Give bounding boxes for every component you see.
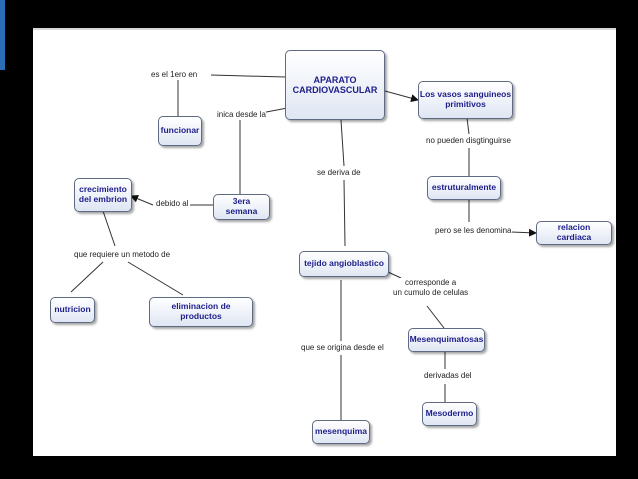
link-vasos-no-pueden bbox=[466, 117, 470, 135]
label-requiere: que requiere un metodo de bbox=[74, 250, 171, 260]
label-se-denomina: pero se les denomina bbox=[435, 226, 512, 236]
link-requiere-eliminacion bbox=[127, 261, 184, 296]
link-se-deriva-tejido bbox=[343, 179, 346, 247]
node-estructuralmente[interactable]: estruturalmente bbox=[427, 176, 501, 200]
link-crecimiento-requiere bbox=[102, 210, 116, 247]
label-se-deriva: se deriva de bbox=[317, 168, 361, 178]
node-eliminacion-productos[interactable]: eliminacion de productos bbox=[149, 297, 253, 327]
label-es-el-1ero: es el 1ero en bbox=[151, 70, 198, 80]
label-debido-al: debido al bbox=[156, 199, 189, 209]
slide-edge-accent bbox=[0, 0, 5, 70]
link-tejido-corresponde bbox=[387, 271, 402, 279]
label-no-pueden: no pueden disgtinguirse bbox=[426, 136, 511, 146]
link-corresponde-mesenq bbox=[426, 305, 445, 329]
node-relacion-cardiaca[interactable]: relacion cardiaca bbox=[536, 221, 612, 245]
link-aparato-se-deriva bbox=[340, 119, 345, 167]
node-3era-semana[interactable]: 3era semana bbox=[213, 194, 270, 220]
node-funcionar[interactable]: funcionar bbox=[158, 116, 202, 146]
connector-lines bbox=[70, 74, 537, 420]
label-corresponde: corresponde a un cumulo de celulas bbox=[393, 278, 469, 298]
node-tejido-angioblastico[interactable]: tejido angioblastico bbox=[299, 251, 389, 277]
node-mesenquimatosas[interactable]: Mesenquimatosas bbox=[408, 328, 485, 352]
link-aparato-es-el-1ero bbox=[210, 74, 286, 78]
node-nutricion[interactable]: nutricion bbox=[50, 297, 95, 323]
node-vasos-sanguineos[interactable]: Los vasos sanguineos primitivos bbox=[418, 81, 513, 119]
label-se-origina: que se origina desde el bbox=[301, 343, 384, 353]
canvas-top-border bbox=[33, 28, 616, 30]
link-requiere-nutricion bbox=[70, 261, 104, 293]
label-derivadas: derivadas del bbox=[424, 371, 472, 381]
node-aparato-cardiovascular[interactable]: APARATO CARDIOVASCULAR bbox=[285, 50, 385, 120]
label-inica-desde: inica desde la bbox=[217, 110, 266, 120]
node-mesenquima[interactable]: mesenquima bbox=[312, 420, 370, 444]
link-aparato-vasos bbox=[384, 90, 419, 103]
concept-map-canvas: es el 1ero en inica desde la se deriva d… bbox=[33, 28, 616, 456]
node-crecimiento-embrion[interactable]: crecimiento del embrion bbox=[74, 178, 132, 212]
link-denomina-relacion bbox=[510, 228, 537, 237]
node-mesodermo[interactable]: Mesodermo bbox=[422, 402, 477, 426]
link-debido-crecimiento bbox=[130, 194, 154, 206]
